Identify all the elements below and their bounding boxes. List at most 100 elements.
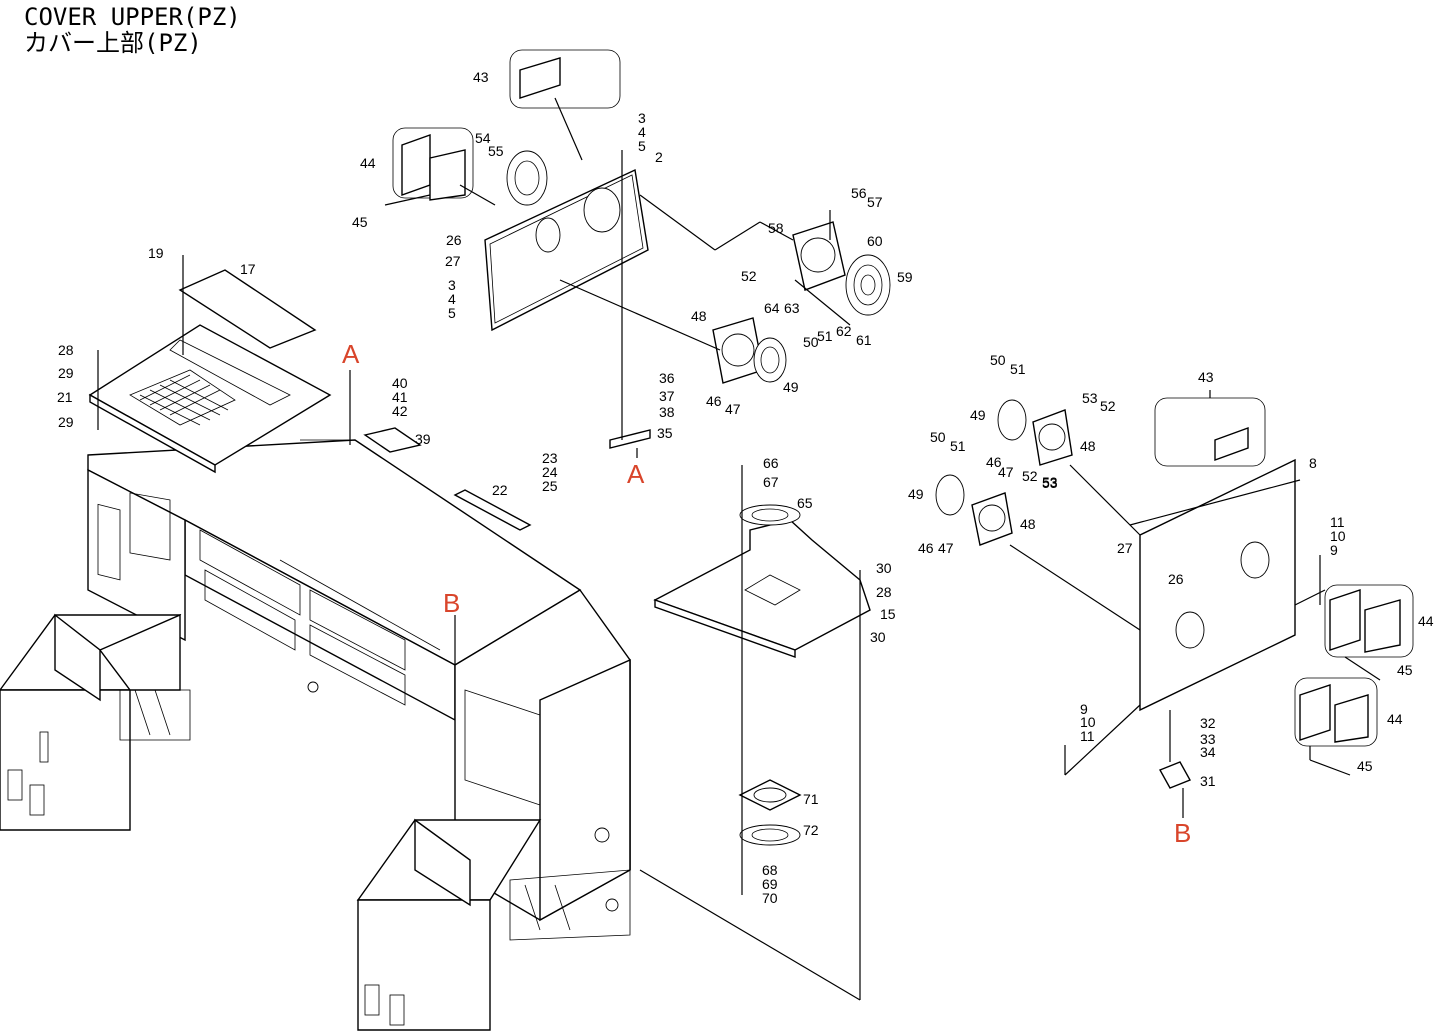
callout-51: 51 (950, 438, 966, 454)
callout-70: 70 (762, 890, 778, 906)
callout-11: 11 (1080, 728, 1095, 744)
callout-49: 49 (970, 407, 986, 423)
callout-28: 28 (58, 342, 74, 358)
callout-52: 52 (741, 268, 757, 284)
callout-58: 58 (768, 220, 784, 236)
callout-46: 46 (918, 540, 934, 556)
fan-48-upper (712, 317, 764, 384)
callout-10: 10 (1080, 714, 1096, 730)
reference-mark-b-upper: B (443, 588, 460, 618)
callout-numbers: 2345345891011910111517192122232425262726… (57, 69, 1434, 906)
callout-53: 53 (1082, 390, 1098, 406)
callout-43: 43 (473, 69, 489, 85)
callout-45: 45 (1397, 662, 1413, 678)
callout-3: 3 (448, 277, 456, 293)
fan-guard-60 (845, 254, 891, 316)
callout-4: 4 (638, 124, 646, 140)
callout-53: 53 (1042, 475, 1058, 491)
title-line-1: COVER UPPER(PZ) (24, 3, 241, 31)
callout-48: 48 (1020, 516, 1036, 532)
callout-4: 4 (448, 291, 456, 307)
callout-61: 61 (856, 332, 872, 348)
callout-47: 47 (938, 540, 954, 556)
callout-21: 21 (57, 389, 73, 405)
leader-lines (97, 97, 1381, 1001)
callout-48: 48 (691, 308, 707, 324)
fan-guard-66 (739, 504, 801, 526)
callout-69: 69 (762, 876, 778, 892)
callout-44: 44 (1387, 711, 1403, 727)
side-panel-8 (1139, 458, 1296, 712)
callout-53: 53 (1042, 474, 1058, 490)
callout-51: 51 (817, 328, 833, 344)
callout-65: 65 (797, 495, 813, 511)
fan-guard-49-right-lower (935, 474, 965, 516)
bottom-plate-15 (653, 519, 871, 658)
callout-26: 26 (1168, 571, 1184, 587)
callout-67: 67 (763, 474, 779, 490)
callout-22: 22 (492, 482, 508, 498)
callout-10: 10 (1330, 528, 1346, 544)
callout-62: 62 (836, 323, 852, 339)
callout-36: 36 (659, 370, 675, 386)
callout-30: 30 (876, 560, 892, 576)
callout-box-44-right-upper (1324, 584, 1414, 658)
callout-51: 51 (1010, 361, 1026, 377)
rear-panel-2 (484, 168, 649, 332)
callout-45: 45 (352, 214, 368, 230)
callout-50: 50 (803, 334, 819, 350)
callout-40: 40 (392, 375, 408, 391)
callout-35: 35 (657, 425, 673, 441)
callout-3: 3 (638, 110, 646, 126)
callout-50: 50 (930, 429, 946, 445)
callout-15: 15 (880, 606, 896, 622)
reference-mark-b-lower: B (1174, 818, 1191, 848)
callout-49: 49 (783, 379, 799, 395)
top-cover-17 (178, 269, 317, 349)
callout-23: 23 (542, 450, 558, 466)
callout-34: 34 (1200, 744, 1216, 760)
callout-54: 54 (475, 130, 491, 146)
bracket-35 (609, 429, 651, 449)
callout-28: 28 (876, 584, 892, 600)
callout-31: 31 (1200, 773, 1216, 789)
callout-66: 66 (763, 455, 779, 471)
callout-52: 52 (1100, 398, 1116, 414)
fan-guard-54 (506, 150, 548, 206)
callout-64: 64 (764, 300, 780, 316)
callout-29: 29 (58, 365, 74, 381)
callout-45: 45 (1357, 758, 1373, 774)
callout-box-43-upper (509, 49, 621, 109)
callout-9: 9 (1080, 701, 1088, 717)
callout-38: 38 (659, 404, 675, 420)
callout-5: 5 (448, 305, 456, 321)
callout-8: 8 (1309, 455, 1317, 471)
callout-47: 47 (998, 464, 1014, 480)
callout-44: 44 (1418, 613, 1434, 629)
callout-60: 60 (867, 233, 883, 249)
callout-57: 57 (867, 194, 883, 210)
callout-27: 27 (1117, 540, 1133, 556)
callout-63: 63 (784, 300, 800, 316)
callout-11: 11 (1330, 514, 1345, 530)
callout-26: 26 (446, 232, 462, 248)
callout-42: 42 (392, 403, 408, 419)
callout-43: 43 (1198, 369, 1214, 385)
callout-44: 44 (360, 155, 376, 171)
callout-56: 56 (851, 185, 867, 201)
callout-59: 59 (897, 269, 913, 285)
callout-50: 50 (990, 352, 1006, 368)
callout-52: 52 (1022, 468, 1038, 484)
callout-68: 68 (762, 862, 778, 878)
callout-2: 2 (655, 149, 663, 165)
reference-mark-a-lower: A (627, 459, 645, 489)
callout-17: 17 (240, 261, 256, 277)
callout-24: 24 (542, 464, 558, 480)
fan-guard-73 (739, 824, 801, 846)
callout-49: 49 (908, 486, 924, 502)
top-plate-21 (88, 324, 332, 474)
callout-46: 46 (986, 454, 1002, 470)
callout-30: 30 (870, 629, 886, 645)
callout-32: 32 (1200, 715, 1216, 731)
